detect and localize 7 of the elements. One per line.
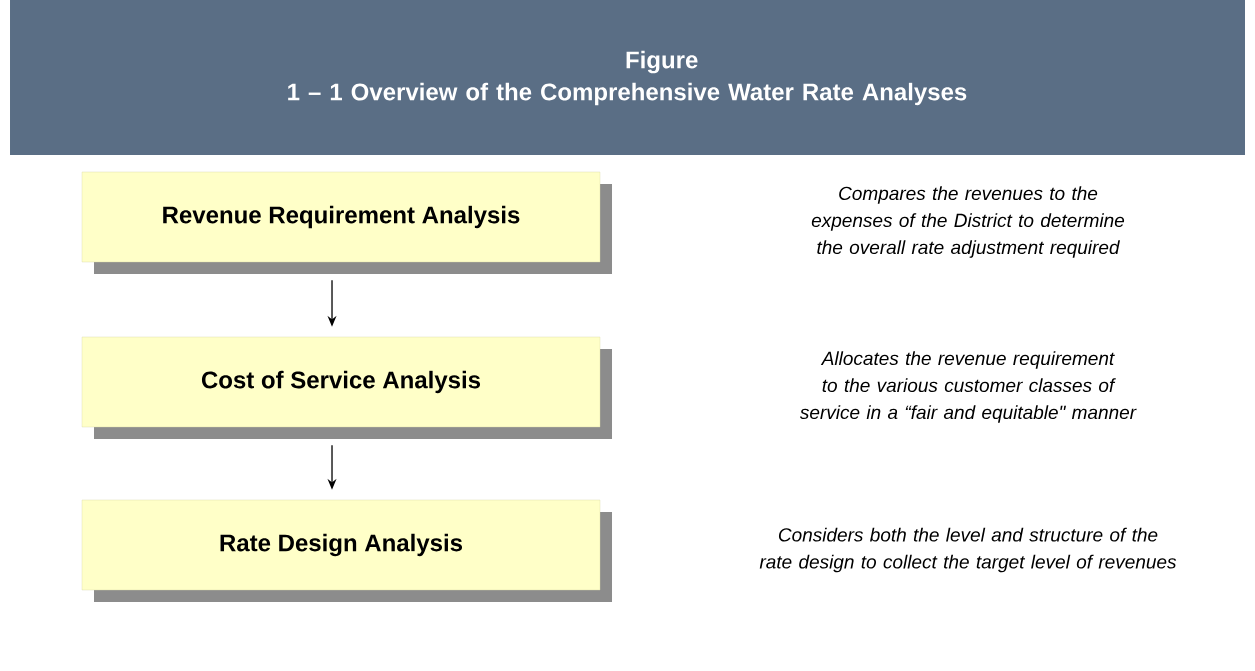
description: Considers both the level and structure of the rate design to collect the target level of revenues (759, 527, 1177, 573)
process-box: Rate Design Analysis (81, 499, 601, 591)
description: Compares the revenues to the expenses of the District to determine the overall rate adjustment required (811, 186, 1125, 258)
process-box: Revenue Requirement Analysis (81, 171, 601, 263)
description: Allocates the revenue requirement to the various customer classes of service in a “fair and equitable" manner (799, 351, 1137, 423)
title: Figure 1 – 1 Overview of the Comprehensive Water Rate Analyses (288, 50, 967, 106)
process-box: Cost of Service Analysis (81, 336, 601, 428)
